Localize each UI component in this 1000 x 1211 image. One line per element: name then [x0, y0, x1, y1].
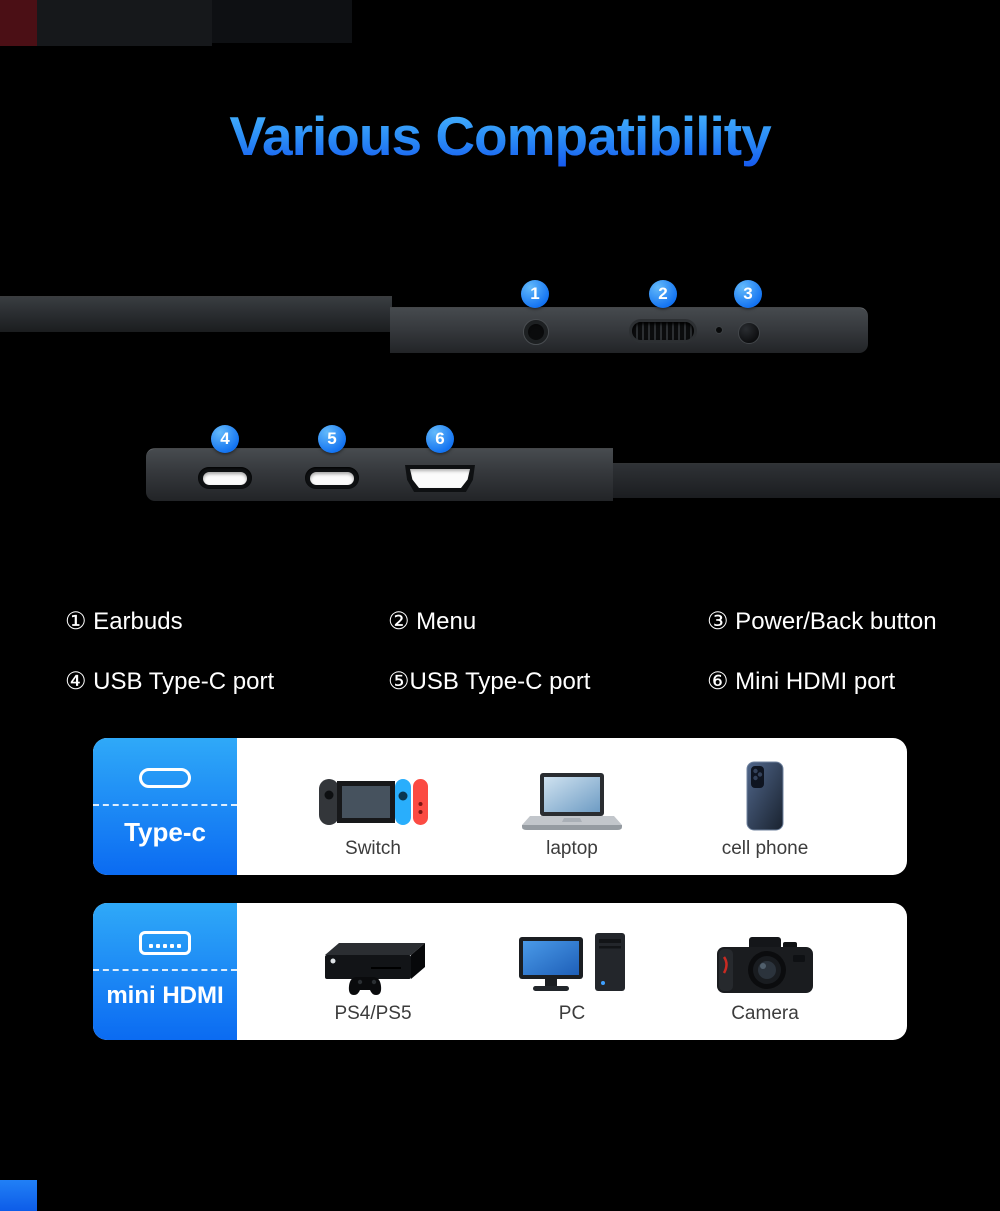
nintendo-switch-svg: [319, 779, 428, 825]
camera-image: [665, 921, 865, 997]
callout-2-badge: 2: [649, 280, 677, 308]
callout-1-number: 1: [530, 284, 540, 303]
power-back-button: [738, 322, 760, 344]
game-console-svg: [325, 943, 425, 995]
desktop-pc-svg: [519, 933, 625, 991]
legend-item-mini-hdmi: ⑥ Mini HDMI port: [707, 668, 896, 695]
mini-hdmi-icon: [139, 917, 191, 969]
callout-4-badge: 4: [211, 425, 239, 453]
type-c-compatibility-card: Type-c Switch: [93, 738, 907, 875]
callout-3-badge: 3: [734, 280, 762, 308]
callout-5-number: 5: [327, 429, 337, 448]
laptop-svg: [522, 773, 622, 830]
type-c-label: Type-c: [124, 817, 206, 847]
monitor-bottom-edge-right: [613, 463, 1000, 498]
laptop-image: [472, 756, 672, 832]
device-laptop: laptop: [472, 756, 672, 860]
monitor-top-edge-left: [0, 296, 392, 332]
device-caption: PC: [558, 1003, 586, 1024]
mini-hdmi-compatibility-card: mini HDMI PS4/PS5: [93, 903, 907, 1040]
mini-hdmi-port: [405, 465, 475, 492]
legend-item-earbuds: ① Earbuds: [65, 608, 183, 635]
mini-hdmi-label: mini HDMI: [106, 982, 224, 1009]
device-switch: Switch: [273, 756, 473, 860]
usb-type-c-icon: [139, 752, 191, 804]
usb-type-c-port-4: [198, 467, 252, 489]
nintendo-switch-image: [273, 756, 473, 832]
decor-top-gray-shape: [37, 0, 212, 46]
device-caption: laptop: [546, 838, 598, 859]
callout-2-number: 2: [658, 284, 668, 303]
usb-type-c-slot: [203, 471, 247, 485]
device-camera: Camera: [665, 921, 865, 1025]
desktop-pc-image: [472, 921, 672, 997]
mini-hdmi-label-panel: mini HDMI: [93, 903, 237, 1040]
mini-hdmi-slot: [410, 469, 470, 488]
monitor-bottom-edge-left: [146, 448, 613, 501]
callout-6-badge: 6: [426, 425, 454, 453]
device-caption: Switch: [345, 838, 401, 859]
monitor-top-edge-right: [390, 307, 868, 353]
device-caption: PS4/PS5: [334, 1003, 412, 1024]
earbud-jack-port: [523, 319, 549, 345]
type-c-label-panel: Type-c: [93, 738, 237, 875]
label-divider: [93, 804, 237, 806]
callout-4-number: 4: [220, 429, 230, 448]
legend-item-power-back: ③ Power/Back button: [707, 608, 937, 635]
device-caption: Camera: [731, 1003, 799, 1024]
legend-item-usb-c-5: ⑤USB Type-C port: [388, 668, 591, 695]
game-console-image: [273, 921, 473, 997]
device-game-console: PS4/PS5: [273, 921, 473, 1025]
menu-wheel: [632, 322, 694, 340]
callout-3-number: 3: [743, 284, 753, 303]
legend-item-menu: ② Menu: [388, 608, 477, 635]
cell-phone-svg: [746, 761, 784, 831]
device-pc: PC: [472, 921, 672, 1025]
usb-type-c-port-5: [305, 467, 359, 489]
decor-bottom-left-blue: [0, 1180, 37, 1211]
device-cell-phone: cell phone: [665, 756, 865, 860]
label-divider: [93, 969, 237, 971]
camera-svg: [717, 937, 813, 993]
device-caption: cell phone: [721, 838, 809, 859]
cell-phone-image: [665, 756, 865, 832]
page-title: Various Compatibility: [0, 104, 1000, 168]
decor-top-left-red: [0, 0, 37, 46]
legend-item-usb-c-4: ④ USB Type-C port: [65, 668, 275, 695]
pinhole: [716, 327, 722, 333]
decor-top-gray-shape-2: [212, 0, 352, 43]
usb-type-c-slot: [310, 471, 354, 485]
callout-1-badge: 1: [521, 280, 549, 308]
callout-5-badge: 5: [318, 425, 346, 453]
callout-6-number: 6: [435, 429, 445, 448]
